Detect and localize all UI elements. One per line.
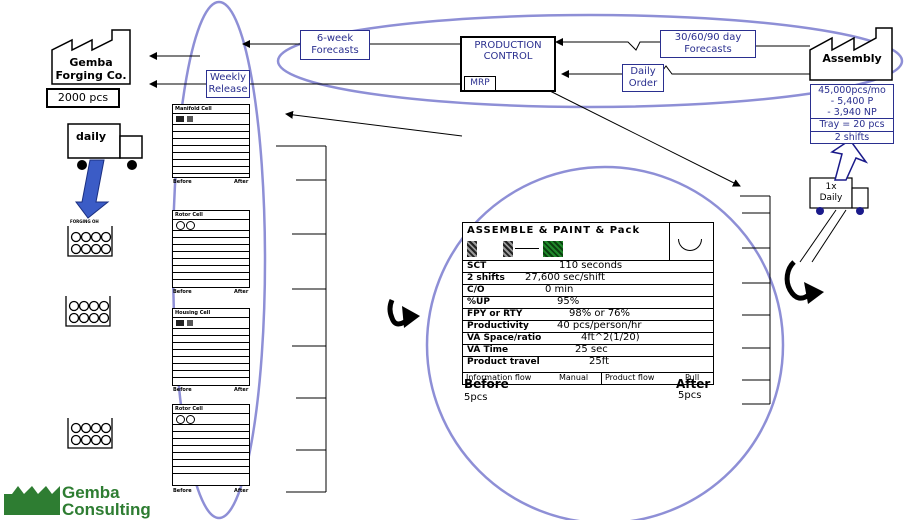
improvement-arrow-right-icon — [784, 260, 824, 304]
inventory-bin-icon — [67, 226, 113, 257]
process-title: ASSEMBLE & PAINT & Pack — [467, 225, 641, 236]
operator-seat-icon — [669, 223, 714, 260]
process-row-value: 40 pcs/person/hr — [557, 320, 642, 331]
customer-truck-icon — [809, 177, 869, 215]
process-row-key: %UP — [467, 297, 490, 307]
operator-icon — [467, 241, 477, 257]
shipment-arrow-down — [75, 159, 110, 219]
customer-delivery-label: 1x Daily — [812, 182, 850, 204]
bracket-right — [740, 195, 771, 405]
cell-box-manifold: Manifold Cell — [172, 104, 250, 178]
inventory-bin-icon — [65, 296, 111, 327]
cell-after: After — [234, 488, 249, 494]
cell-before: Before — [173, 179, 192, 185]
supplier-name-line2: Forging Co. — [55, 69, 127, 82]
cell-after: After — [234, 179, 249, 185]
production-control-box: PRODUCTION CONTROL MRP — [460, 36, 556, 92]
process-row-key: C/O — [467, 285, 485, 295]
weekly-release-box: Weekly Release — [206, 70, 250, 98]
customer-demand-box: 45,000pcs/mo - 5,400 P - 3,940 NP Tray =… — [810, 84, 894, 144]
process-row-value: 25ft — [589, 356, 609, 367]
cell-before: Before — [173, 387, 192, 393]
customer-factory-icon — [809, 27, 893, 81]
process-after: After — [676, 377, 711, 391]
logo-factory-icon — [4, 486, 60, 515]
cell-box-rotor-2: Rotor Cell — [172, 404, 250, 486]
inventory-label: FORGING OH — [70, 219, 99, 224]
production-control-title: PRODUCTION CONTROL — [462, 40, 554, 62]
process-row-key: Product travel — [467, 357, 540, 367]
process-row-value: 0 min — [545, 284, 574, 295]
info-flow-label: Information flow — [466, 373, 532, 382]
customer-name: Assembly — [822, 52, 882, 65]
process-row-key: FPY or RTY — [467, 309, 523, 319]
mrp-label: MRP — [464, 76, 496, 92]
flow-arrow-icon — [515, 248, 539, 249]
improvement-arrow-left-icon — [387, 298, 420, 328]
supplier-factory-icon — [51, 29, 131, 85]
info-flow-value: Manual — [559, 373, 589, 382]
cell-title: Housing Cell — [175, 310, 211, 316]
process-before-qty: 5pcs — [464, 392, 488, 403]
cell-before: Before — [173, 289, 192, 295]
customer-demand-line: - 3,940 NP — [827, 107, 877, 118]
process-row-value: 27,600 sec/shift — [525, 272, 605, 283]
cell-after: After — [234, 289, 249, 295]
process-row-key: VA Time — [467, 345, 509, 355]
process-flow-row: Information flow Manual Product flow Pul… — [462, 372, 714, 385]
oval-right — [425, 165, 785, 520]
cell-title: Rotor Cell — [175, 212, 203, 218]
process-row-key: 2 shifts — [467, 273, 505, 283]
oval-top — [276, 13, 904, 109]
supplier-name-line1: Gemba — [69, 56, 113, 69]
process-row-key: VA Space/ratio — [467, 333, 542, 343]
cell-before: Before — [173, 488, 192, 494]
customer-tray: Tray = 20 pcs — [811, 118, 893, 131]
process-row-key: Productivity — [467, 321, 529, 331]
daily-order-box: Daily Order — [622, 64, 664, 92]
cell-box-housing: Housing Cell — [172, 308, 250, 386]
logo-line2: Consulting — [62, 500, 151, 519]
cell-after: After — [234, 387, 249, 393]
customer-delivery-line1: 1x — [825, 182, 837, 192]
process-row-value: 4ft^2(1/20) — [581, 332, 640, 343]
process-row-key: SCT — [467, 261, 487, 271]
process-row-value: 98% or 76% — [569, 308, 631, 319]
cell-title: Manifold Cell — [175, 106, 212, 112]
supplier-quantity: 2000 pcs — [46, 88, 120, 108]
process-row-value: 110 seconds — [559, 260, 623, 271]
customer-demand-line: 45,000pcs/mo — [818, 85, 886, 96]
customer-shifts: 2 shifts — [811, 131, 893, 144]
customer-forecasts-box: 30/60/90 day Forecasts — [660, 30, 756, 58]
production-control-title-line2: CONTROL — [483, 51, 533, 62]
cell-box-rotor: Rotor Cell — [172, 210, 250, 288]
product-flow-label: Product flow — [605, 373, 655, 382]
customer-demand-line: - 5,400 P — [830, 96, 874, 107]
process-box-assemble: ASSEMBLE & PAINT & Pack SCT 110 seconds 2… — [462, 222, 714, 374]
cell-title: Rotor Cell — [175, 406, 203, 412]
process-icons — [463, 238, 669, 260]
supplier-forecasts-box: 6-week Forecasts — [300, 30, 370, 60]
paint-booth-icon — [543, 241, 563, 257]
supplier-name: Gemba Forging Co. — [52, 56, 130, 82]
process-before: Before — [464, 377, 509, 391]
logo-text: Gemba Consulting — [62, 484, 151, 518]
process-row-value: 95% — [557, 296, 580, 307]
customer-delivery-line2: Daily — [819, 193, 843, 203]
production-control-title-line1: PRODUCTION — [474, 40, 542, 51]
bracket-left — [276, 145, 327, 493]
operator-icon — [503, 241, 513, 257]
shipment-arrow-up — [830, 138, 869, 181]
process-row-value: 25 sec — [575, 344, 608, 355]
logo-line1: Gemba — [62, 483, 120, 502]
inventory-bin-icon — [67, 418, 113, 449]
supplier-truck-icon — [67, 123, 143, 170]
product-flow-value: Pull — [685, 373, 700, 382]
supplier-delivery-label: daily — [76, 130, 107, 143]
process-after-qty: 5pcs — [678, 390, 702, 401]
